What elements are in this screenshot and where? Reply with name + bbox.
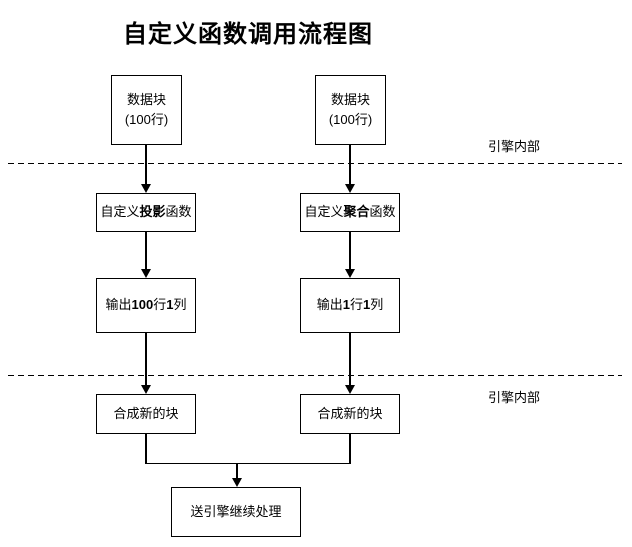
arrow-down-icon (345, 385, 355, 394)
connector-right-1 (349, 145, 351, 185)
arrow-down-icon (141, 385, 151, 394)
connector-left-4 (145, 434, 147, 464)
connector-right-2 (349, 232, 351, 270)
node-projection-function: 自定义投影函数 (96, 193, 196, 232)
engine-boundary-line-bottom (8, 375, 622, 376)
engine-internal-label-top: 引擎内部 (488, 139, 541, 154)
arrow-down-icon (345, 269, 355, 278)
arrow-down-icon (141, 184, 151, 193)
node-compose-block-left: 合成新的块 (96, 394, 196, 434)
node-send-to-engine: 送引擎继续处理 (171, 487, 301, 537)
node-data-block-right: 数据块(100行) (315, 75, 386, 145)
arrow-down-icon (232, 478, 242, 487)
arrow-down-icon (345, 184, 355, 193)
connector-right-3 (349, 333, 351, 386)
engine-internal-label-bottom: 引擎内部 (488, 390, 541, 405)
arrow-down-icon (141, 269, 151, 278)
connector-right-4 (349, 434, 351, 464)
engine-boundary-line-top (8, 163, 622, 164)
diagram-title: 自定义函数调用流程图 (123, 21, 373, 48)
node-aggregate-function: 自定义聚合函数 (300, 193, 400, 232)
node-output-100-rows-1-col: 输出100行1列 (96, 278, 196, 333)
node-output-1-row-1-col: 输出1行1列 (300, 278, 400, 333)
connector-left-3 (145, 333, 147, 386)
node-compose-block-right: 合成新的块 (300, 394, 400, 434)
node-data-block-left: 数据块(100行) (111, 75, 182, 145)
connector-left-1 (145, 145, 147, 185)
connector-sink-drop (236, 463, 238, 479)
connector-left-2 (145, 232, 147, 270)
connector-merge-horizontal (145, 462, 351, 464)
